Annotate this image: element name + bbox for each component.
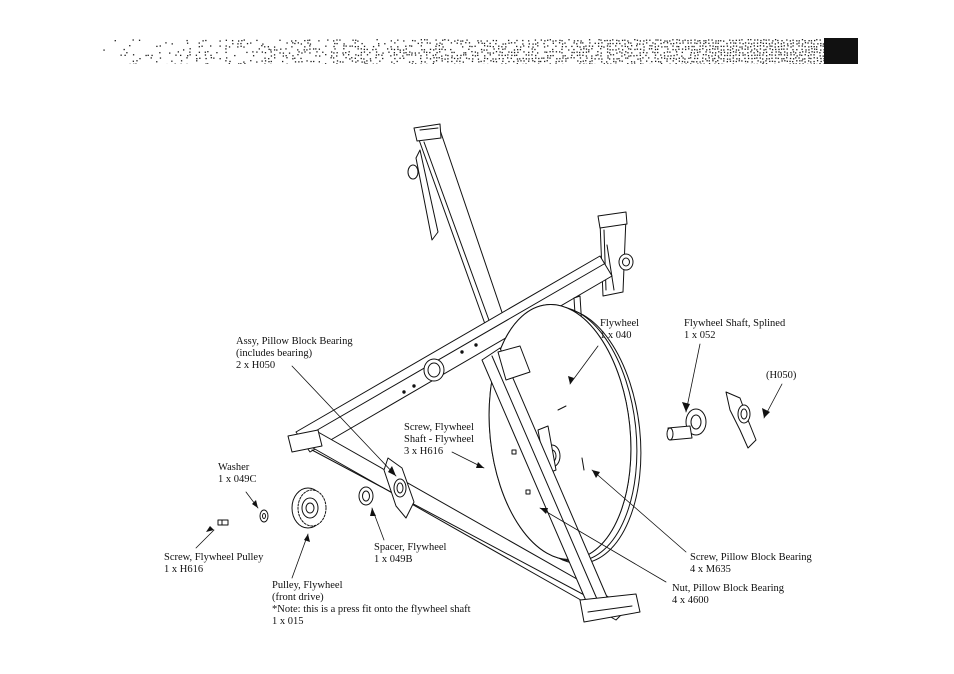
label-screw-flywheel-pulley: Screw, Flywheel Pulley 1 x H616 <box>164 552 263 576</box>
pulley-screw <box>217 519 229 526</box>
spacer <box>358 486 374 506</box>
screw-flywheel-shaft-name: Screw, Flywheel <box>404 422 474 433</box>
pulley-flywheel-name: Pulley, Flywheel <box>272 580 343 591</box>
screw-pillow-block-name: Screw, Pillow Block Bearing <box>690 552 812 563</box>
pulley-flywheel-note: (front drive) <box>272 592 324 603</box>
nut-pillow-block-name: Nut, Pillow Block Bearing <box>672 583 784 594</box>
label-screw-pillow-block: Screw, Pillow Block Bearing 4 x M635 <box>690 552 812 576</box>
pillow-block-bearing-right <box>725 391 757 449</box>
front-fork <box>481 345 641 623</box>
screw-flywheel-pulley-name: Screw, Flywheel Pulley <box>164 552 264 563</box>
washer-qty: 1 x 049C <box>218 474 257 485</box>
label-h050: (H050) <box>766 370 796 382</box>
label-pillow-block-assy: Assy, Pillow Block Bearing (includes bea… <box>236 336 353 372</box>
nut-pillow-block-qty: 4 x 4600 <box>672 595 709 606</box>
spacer-flywheel-qty: 1 x 049B <box>374 554 413 565</box>
pulley-flywheel-qty: 1 x 015 <box>272 616 304 627</box>
header-halftone-band <box>103 38 858 64</box>
pulley <box>291 487 327 529</box>
flywheel-shaft-qty: 1 x 052 <box>684 330 716 341</box>
flywheel-name: Flywheel <box>600 318 640 329</box>
screw-pillow-block-qty: 4 x M635 <box>690 564 731 575</box>
label-washer: Washer 1 x 049C <box>218 462 257 486</box>
handlebar-post <box>597 211 634 297</box>
label-flywheel: Flywheel 1 x 040 <box>600 318 639 342</box>
leader-lines <box>195 343 783 583</box>
pillow-block-assy-name: Assy, Pillow Block Bearing <box>236 336 353 347</box>
label-screw-flywheel-shaft: Screw, Flywheel Shaft - Flywheel 3 x H61… <box>404 422 474 458</box>
upright-tube <box>407 123 509 339</box>
h050-name: (H050) <box>766 370 797 381</box>
pulley-flywheel-note2: *Note: this is a press fit onto the flyw… <box>272 604 471 615</box>
label-nut-pillow-block: Nut, Pillow Block Bearing 4 x 4600 <box>672 583 784 607</box>
washer-name: Washer <box>218 462 250 473</box>
pillow-block-assy-note: (includes bearing) <box>236 348 313 359</box>
screw-flywheel-pulley-qty: 1 x H616 <box>164 564 204 575</box>
label-spacer-flywheel: Spacer, Flywheel 1 x 049B <box>374 542 446 566</box>
label-pulley-flywheel: Pulley, Flywheel (front drive) *Note: th… <box>272 580 471 628</box>
leader-arrowheads <box>206 376 770 542</box>
flywheel-shaft <box>666 408 707 441</box>
flywheel-shaft-name: Flywheel Shaft, Splined <box>684 318 786 329</box>
spacer-flywheel-name: Spacer, Flywheel <box>374 542 447 553</box>
flywheel-qty: 1 x 040 <box>600 330 632 341</box>
pillow-block-assy-qty: 2 x H050 <box>236 360 276 371</box>
screw-flywheel-shaft-name2: Shaft - Flywheel <box>404 434 474 445</box>
washer <box>259 509 269 523</box>
screw-flywheel-shaft-qty: 3 x H616 <box>404 446 444 457</box>
label-flywheel-shaft: Flywheel Shaft, Splined 1 x 052 <box>684 318 785 342</box>
